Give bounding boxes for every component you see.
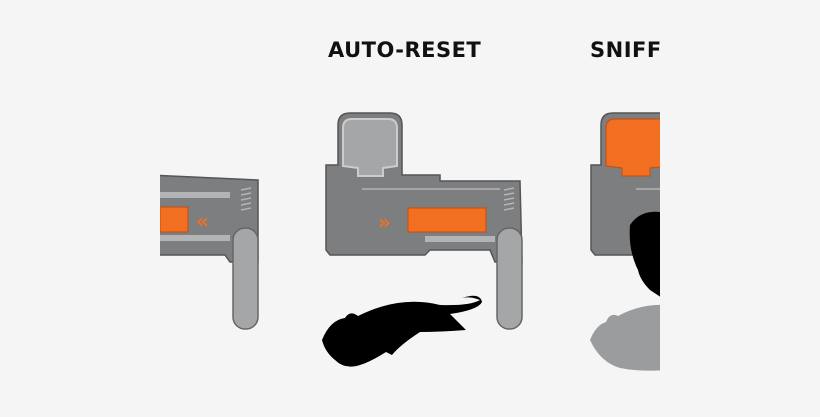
co2-canister-left [232,227,259,330]
title-sniff: SNIFF [590,38,660,62]
chevron-left-icon: « [196,209,209,233]
device-middle: » [322,112,523,367]
diagram-svg: « » [160,112,660,371]
tank-middle [342,118,398,177]
bait-chamber-right [605,118,660,177]
piston-middle [407,207,487,233]
title-auto-reset: AUTO-RESET [328,38,482,62]
rat-sniffing [629,211,660,297]
rat-dead [322,295,482,367]
device-right [590,112,660,371]
device-left: « [160,174,259,330]
panel-viewport: AUTO-RESET SNIFF « » [160,0,660,417]
rat-ghost [590,304,660,371]
piston-left [160,206,189,233]
chevron-right-icon: » [378,210,391,234]
co2-canister-middle [496,227,523,330]
